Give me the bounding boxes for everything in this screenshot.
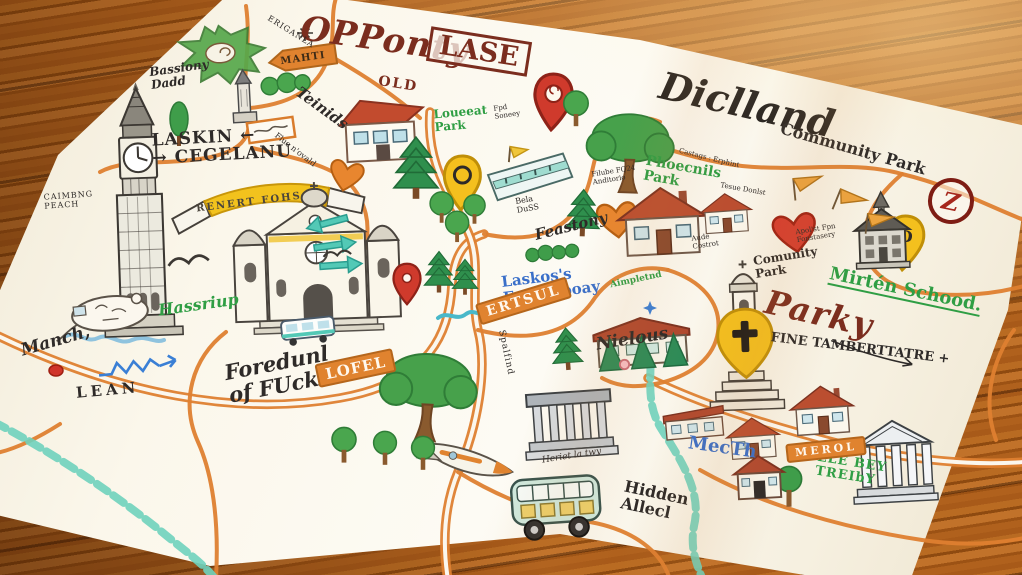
arrow-signpost-icon: MAHTI — [264, 39, 341, 77]
bird-icon — [165, 245, 211, 271]
tree-cluster-icon — [424, 188, 496, 244]
bus-icon — [505, 463, 606, 546]
house-icon — [612, 180, 712, 263]
bird-icon — [321, 244, 352, 259]
pine-tree-icon — [423, 250, 455, 294]
teal-chevron-arrow-icon — [311, 233, 359, 257]
bush-pair-icon — [257, 68, 314, 97]
museum-building-icon — [522, 383, 620, 463]
round-tree-icon — [366, 428, 404, 472]
red-map-pin-icon — [530, 71, 576, 134]
label-caimbng-peach: CAIMBNG PEACH — [43, 189, 94, 211]
red-heart-icon — [769, 209, 820, 257]
compass-star-icon — [296, 24, 314, 42]
pennant-flag-icon — [828, 185, 872, 218]
orange-heart-pin-icon — [324, 153, 368, 200]
market-hall-icon — [477, 135, 582, 215]
round-tree-icon — [324, 424, 364, 470]
ribbon-banner-icon — [163, 168, 374, 251]
small-road-sign-icon — [245, 115, 298, 146]
red-map-pin-icon — [392, 262, 422, 306]
pennant-flag-icon — [783, 166, 831, 204]
teal-chevron-arrow-icon — [302, 208, 351, 237]
mouse-doodle-icon — [50, 283, 159, 346]
bush-row-icon — [523, 239, 583, 265]
rowhouse-with-pines-icon — [590, 311, 694, 376]
zigzag-arrow-icon — [95, 346, 181, 383]
big-tree-icon — [578, 106, 681, 197]
bank-building-icon — [850, 412, 939, 506]
pine-tree-icon — [392, 132, 440, 204]
label-loueeat-park: Loueeat Park — [432, 102, 488, 135]
pine-tree-icon — [550, 325, 585, 373]
trolley-icon — [276, 311, 339, 349]
round-tree-icon — [556, 88, 596, 130]
cypress-tree-icon — [166, 100, 192, 148]
house-icon — [696, 186, 755, 240]
teal-dashed-paths — [0, 322, 706, 575]
teal-chevron-arrow-icon — [317, 254, 364, 275]
store-building-icon — [336, 88, 428, 170]
pine-tree-icon — [451, 258, 479, 296]
pennant-flag-icon — [859, 208, 899, 236]
green-splat-icon — [166, 16, 275, 91]
pine-tree-icon — [564, 187, 601, 238]
house-icon — [722, 412, 783, 464]
pink-dot-icon — [618, 358, 631, 371]
house-icon — [784, 380, 860, 441]
round-tree-icon — [404, 432, 442, 478]
blue-star-icon — [642, 300, 658, 316]
black-arrow-icon — [827, 334, 925, 374]
church-tower-cross-pin-icon — [703, 257, 786, 415]
small-tower-icon — [223, 67, 266, 127]
rowhouse-icon — [660, 399, 727, 444]
big-tree-icon — [370, 345, 487, 447]
house-dark-door-icon — [730, 451, 788, 504]
red-dot-icon — [48, 364, 64, 377]
label-laskin-cegelanu: LASKIN ← → CEGELANU — [151, 125, 293, 169]
